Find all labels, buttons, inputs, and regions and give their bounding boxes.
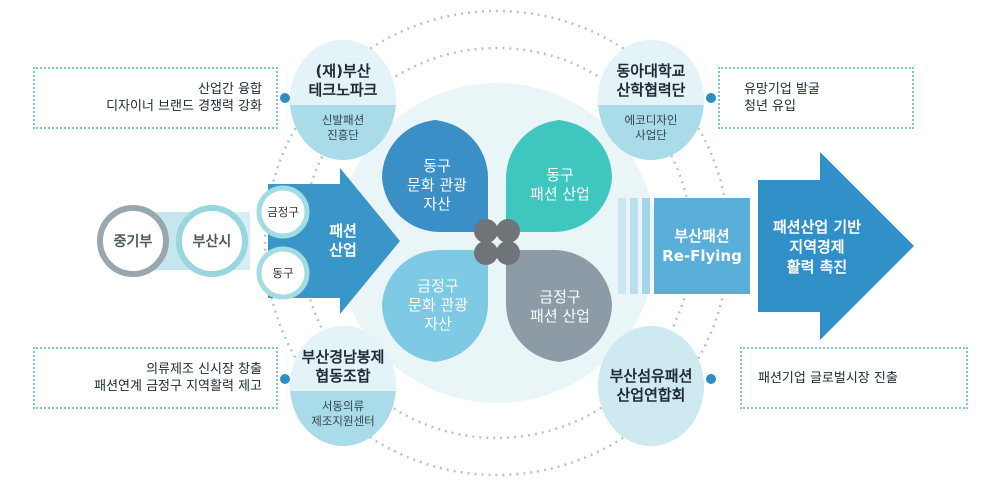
connector-dot-bottom-left <box>280 374 290 384</box>
note-top-left: 산업간 융합 디자이너 브랜드 경쟁력 강화 <box>33 67 278 129</box>
output-stripe-1 <box>618 198 626 294</box>
city-circle <box>176 205 248 277</box>
connector-dot-top-left <box>280 93 290 103</box>
petal-top-left <box>382 120 488 233</box>
petal-bottom-left <box>382 249 488 362</box>
note-bottom-left: 의류제조 신시장 창출 패션연계 금정구 지역활력 제고 <box>33 347 278 409</box>
org-bottom-right: 부산섬유패션 산업연합회 <box>598 326 704 446</box>
petal-top-left-label: 동구 문화 관광 자산 <box>407 156 467 213</box>
connector-dot-bottom-right <box>706 374 716 384</box>
connector-dot-top-right <box>706 93 716 103</box>
program-label: 부산패션 Re-Flying <box>662 227 742 265</box>
output-stripe-2 <box>630 198 638 294</box>
district1-label: 금정구 <box>267 205 299 219</box>
output-stripe-3 <box>642 198 650 294</box>
ministry-circle <box>97 205 169 277</box>
district2-label: 동구 <box>272 266 294 280</box>
district2-circle <box>256 246 310 300</box>
org-top-left: (재)부산 테크노파크 신발패션 진흥단 <box>290 40 396 160</box>
goal-arrow <box>758 152 914 340</box>
district1-circle <box>256 185 310 239</box>
input-arrow-label: 패션 산업 <box>329 222 357 259</box>
note-top-right: 유망기업 발굴 청년 유입 <box>718 67 914 129</box>
petal-top-right <box>506 120 612 233</box>
petal-bottom-right <box>506 249 612 362</box>
petal-top-right-label: 동구 패션 산업 <box>530 166 590 203</box>
city-label: 부산시 <box>192 234 232 250</box>
goal-label: 패션산업 기반 지역경제 활력 촉진 <box>772 218 862 276</box>
note-bottom-right: 패션기업 글로벌시장 진출 <box>740 347 968 409</box>
org-bottom-right-name: 부산섬유패션 산업연합회 <box>609 367 693 404</box>
program-block <box>654 198 750 294</box>
clover-center <box>474 219 520 265</box>
petal-bottom-left-label: 금정구 문화 관광 자산 <box>408 276 468 333</box>
ministry-label: 중기부 <box>113 234 153 250</box>
petal-bottom-right-label: 금정구 패션 산업 <box>530 288 590 325</box>
